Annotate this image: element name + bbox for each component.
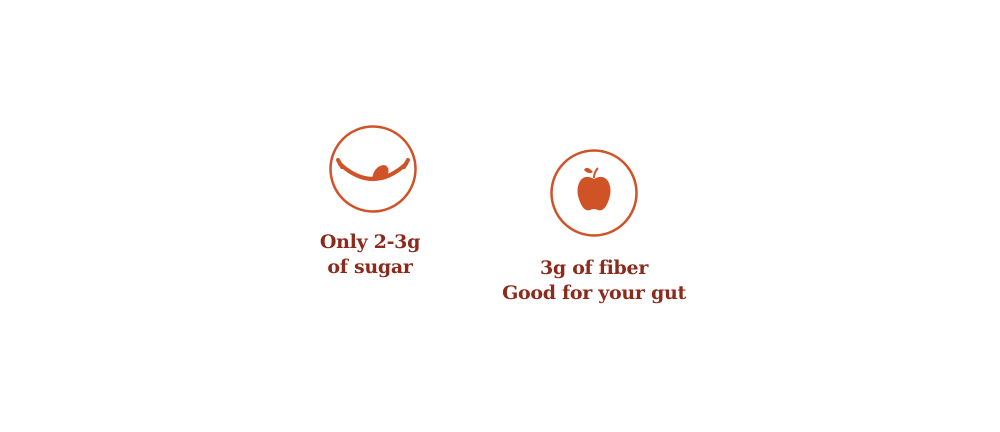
feature-sugar-line2: of sugar: [327, 256, 413, 278]
feature-sugar-text: Only 2-3g of sugar: [240, 230, 500, 280]
feature-sugar-line1: Only 2-3g: [319, 231, 421, 253]
feature-fiber-line1: 3g of fiber: [539, 257, 649, 279]
feature-fiber-line2: Good for your gut: [502, 282, 686, 304]
smile-tongue-icon: [329, 125, 417, 213]
feature-fiber-text: 3g of fiber Good for your gut: [464, 256, 724, 306]
apple-icon: [550, 149, 638, 237]
